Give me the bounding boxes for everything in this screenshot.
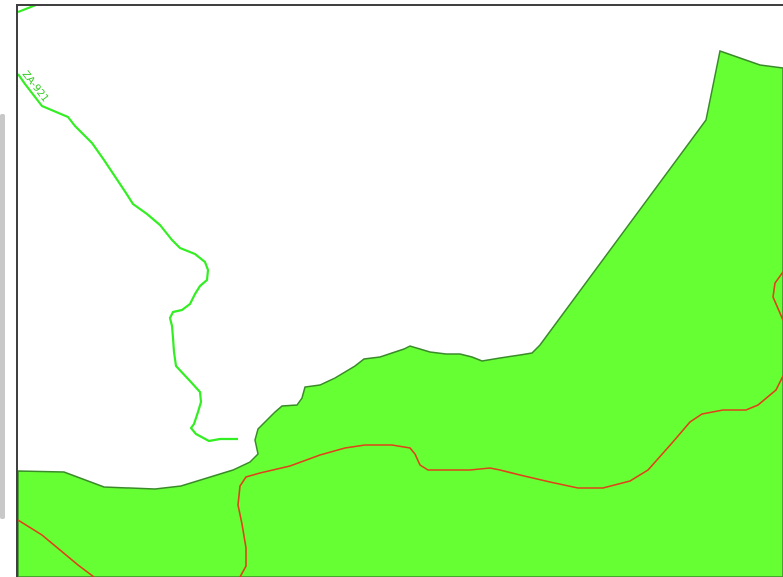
red-road-east: [772, 271, 783, 321]
road-label-za-921: ZA-921: [20, 69, 51, 104]
map-canvas[interactable]: ZA-921: [16, 4, 783, 577]
red-road-southwest: [18, 519, 95, 577]
red-road: [237, 375, 783, 577]
road-za-921: [18, 73, 238, 443]
map-layer-svg: ZA-921: [18, 6, 783, 577]
land-area: [18, 50, 783, 577]
vertical-scrollbar[interactable]: [0, 114, 5, 519]
road-fragment-northwest: [18, 6, 37, 14]
